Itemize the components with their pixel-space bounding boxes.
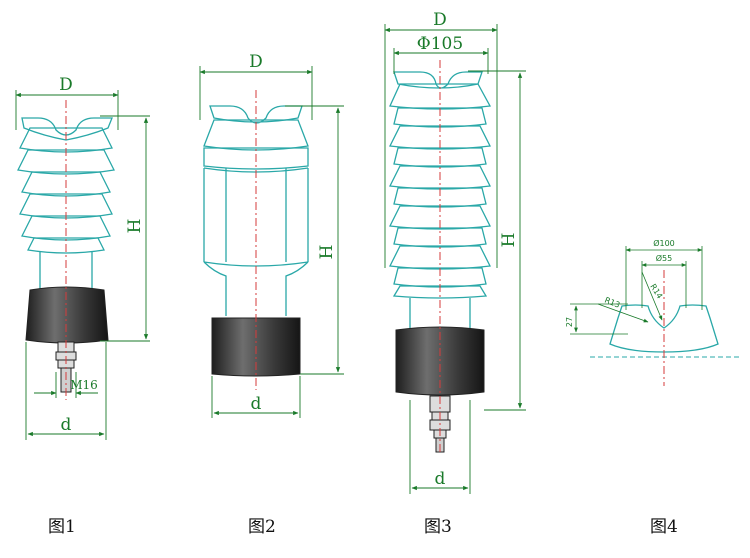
- fig4-dim-27: 27: [565, 317, 574, 327]
- fig4-dim-R13: R13: [603, 296, 621, 310]
- figure-4: Ø100 Ø55 R14 R13 27: [565, 238, 740, 386]
- fig3-dim-D: D: [433, 10, 447, 30]
- figure-1-caption: 图1: [48, 517, 76, 537]
- figure-1: D H d M16: [15, 75, 150, 440]
- fig2-dim-d: d: [251, 394, 262, 414]
- fig1-insulator-body: [17, 117, 115, 290]
- fig3-dim-phi105: Φ105: [417, 34, 463, 54]
- fig4-head-profile: [609, 304, 719, 353]
- fig4-dim-d55: Ø55: [656, 253, 672, 263]
- fig4-dim-d100: Ø100: [653, 238, 675, 248]
- figure-3-caption: 图3: [424, 517, 452, 537]
- fig3-dim-d: d: [435, 469, 446, 489]
- fig4-dimensions: [570, 246, 703, 335]
- fig3-dim-H: H: [499, 233, 519, 248]
- fig3-dimensions: [384, 24, 526, 494]
- fig1-dim-d: d: [61, 415, 72, 435]
- fig1-dimensions: [15, 90, 150, 440]
- fig3-insulator-body: [389, 71, 492, 330]
- fig2-dimensions: [199, 66, 344, 418]
- fig1-dim-H: H: [125, 219, 145, 234]
- figure-3: D Φ105 H d: [384, 10, 526, 494]
- fig2-dim-D: D: [249, 52, 263, 72]
- figure-2-caption: 图2: [248, 517, 276, 537]
- figure-4-caption: 图4: [650, 517, 678, 537]
- fig1-dim-D: D: [59, 75, 73, 95]
- fig2-dim-H: H: [317, 245, 337, 260]
- figure-2: D H d: [199, 52, 344, 418]
- fig4-dim-R14: R14: [648, 282, 664, 300]
- fig1-base: [25, 286, 109, 344]
- fig1-dim-M16: M16: [70, 378, 98, 392]
